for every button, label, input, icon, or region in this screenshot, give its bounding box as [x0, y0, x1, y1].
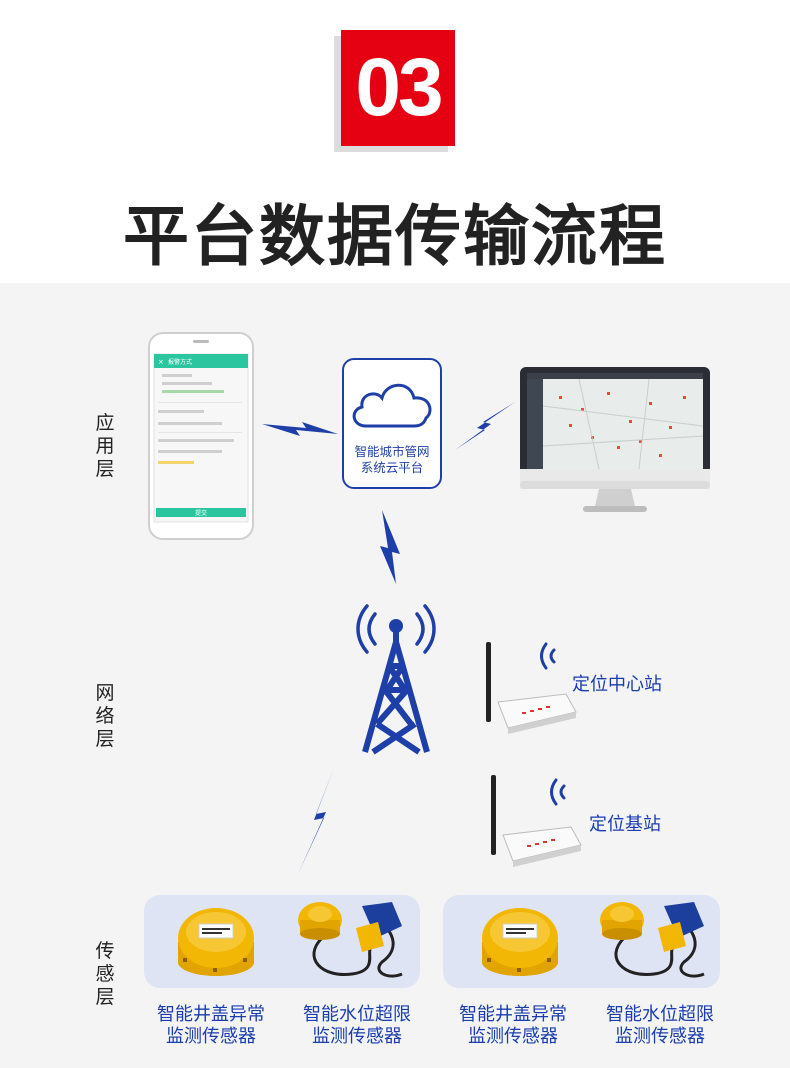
wireless-signal-icon: [455, 402, 515, 450]
wireless-signal-icon: [262, 422, 338, 436]
water-level-sensor-icon: [600, 902, 705, 978]
header: 03 平台数据传输流程: [0, 0, 790, 283]
station-label-base: 定位基站: [589, 814, 661, 835]
wireless-signal-icon: [380, 510, 400, 584]
layer-label-application: 应用层: [95, 412, 115, 480]
phone-app-title: 报警方式: [168, 358, 192, 366]
router-icon: [486, 642, 577, 734]
wireless-signal-icon: [298, 768, 334, 874]
layer-label-network: 网络层: [95, 682, 115, 750]
svg-text:×: ×: [158, 358, 164, 366]
layer-label-sensing: 传感层: [95, 940, 115, 1008]
sensor-caption-manhole: 智能井盖异常 监测传感器: [157, 1004, 265, 1047]
sensor-caption-water-level: 智能水位超限 监测传感器: [606, 1004, 714, 1047]
cloud-icon: [352, 383, 432, 428]
phone-submit-button: 提交: [195, 509, 207, 517]
manhole-sensor-icon: [178, 908, 254, 976]
station-label-center: 定位中心站: [572, 674, 662, 695]
page-title: 平台数据传输流程: [123, 198, 667, 275]
section-number-badge: 03: [341, 30, 455, 146]
cloud-platform-box: 智能城市管网 系统云平台: [342, 358, 442, 489]
sensor-caption-manhole: 智能井盖异常 监测传感器: [459, 1004, 567, 1047]
signal-tower-icon: [356, 604, 436, 755]
signal-waves-icon: [550, 778, 566, 806]
manhole-sensor-icon: [482, 908, 558, 976]
water-level-sensor-icon: [298, 902, 403, 978]
cloud-platform-name-line1: 智能城市管网: [354, 444, 430, 459]
signal-waves-icon: [540, 642, 556, 670]
smartphone-icon: 报警方式 × 提交: [148, 332, 254, 540]
monitor-icon: [520, 367, 710, 512]
router-icon: [491, 775, 582, 867]
sensor-caption-water-level: 智能水位超限 监测传感器: [303, 1004, 411, 1047]
cloud-platform-name-line2: 系统云平台: [360, 460, 424, 475]
